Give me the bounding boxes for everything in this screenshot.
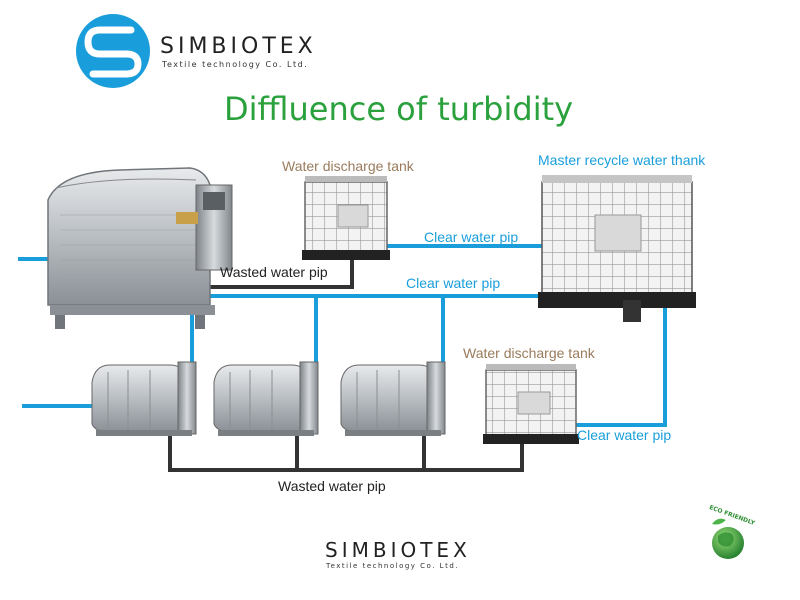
- washing-machine-1: [91, 361, 197, 436]
- company-name: SIMBIOTEX: [160, 34, 317, 59]
- water-discharge-tank-top: [302, 176, 390, 260]
- leaf-icon: [712, 518, 726, 525]
- company-tagline: Textile technology Co. Ltd.: [162, 60, 309, 69]
- label-clear-pipe-right: Clear water pip: [577, 427, 672, 443]
- wasted-pipe-top: [210, 260, 354, 289]
- clear-pipe-return: [576, 306, 667, 427]
- eco-friendly-badge: [712, 518, 744, 559]
- label-clear-pipe-mid: Clear water pip: [406, 275, 501, 291]
- label-clear-pipe-top: Clear water pip: [424, 229, 519, 245]
- washing-machine-2: [213, 361, 319, 436]
- water-discharge-tank-bottom: [483, 364, 579, 444]
- footer-company-name: SIMBIOTEX: [325, 538, 471, 562]
- label-wasted-pipe-bottom: Wasted water pip: [278, 478, 386, 494]
- footer-company-tagline: Textile technology Co. Ltd.: [326, 562, 459, 570]
- company-logo: [76, 14, 150, 88]
- master-recycle-tank: [538, 175, 696, 322]
- label-water-discharge-tank-top: Water discharge tank: [282, 158, 414, 174]
- wasted-water-pipes: [168, 260, 524, 472]
- label-master-recycle-tank: Master recycle water thank: [538, 152, 706, 168]
- wasted-pipe-bottom: [168, 430, 524, 472]
- label-water-discharge-tank-bottom: Water discharge tank: [463, 345, 595, 361]
- label-wasted-pipe-top: Wasted water pip: [220, 264, 328, 280]
- page-title: Diffluence of turbidity: [224, 90, 574, 128]
- washing-machine-3: [340, 361, 446, 436]
- filter-machine: [47, 167, 233, 329]
